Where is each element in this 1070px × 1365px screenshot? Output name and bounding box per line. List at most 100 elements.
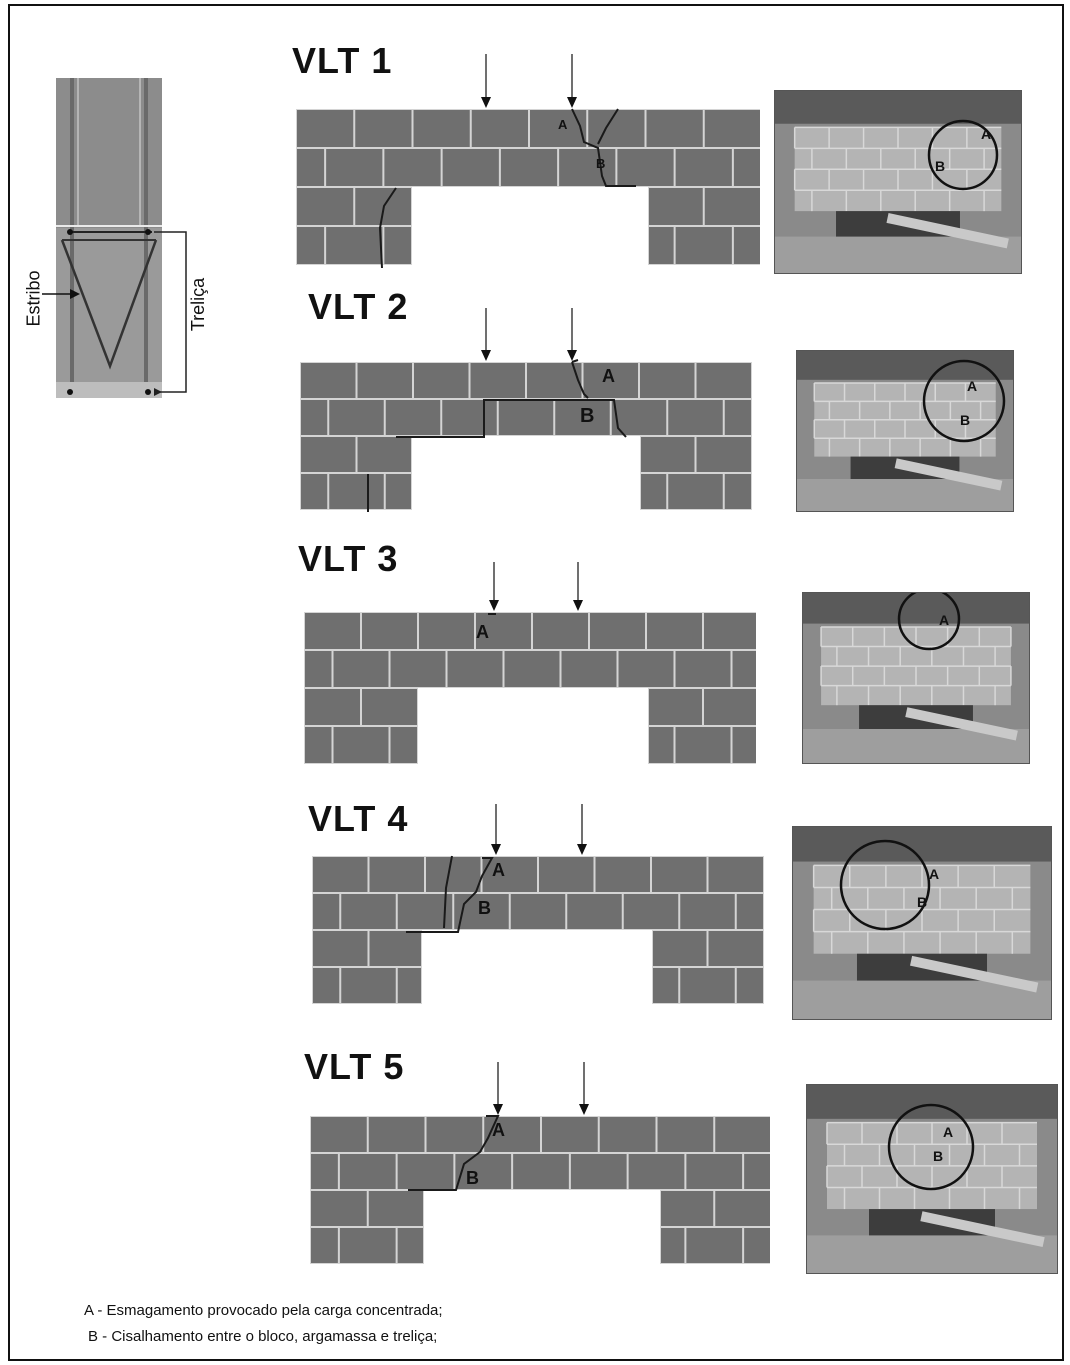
masonry-block	[301, 437, 356, 472]
masonry-block	[595, 857, 650, 892]
photo-floor	[807, 1235, 1057, 1273]
masonry-block	[653, 968, 679, 1003]
masonry-block	[542, 1117, 598, 1152]
masonry-block	[311, 1191, 367, 1226]
label-a: A	[476, 622, 489, 642]
label-b: B	[580, 405, 594, 427]
photo-vlt2-drawing: AB	[797, 351, 1013, 511]
masonry-block	[617, 149, 674, 186]
masonry-block	[301, 474, 328, 509]
masonry-block	[414, 363, 469, 398]
masonry-block	[397, 894, 453, 929]
photo-label-a: A	[939, 612, 949, 628]
crack-line	[571, 108, 636, 187]
photo-wall-backdrop	[793, 827, 1051, 862]
masonry-block	[384, 227, 411, 264]
masonry-block	[426, 1117, 483, 1152]
photo-vlt4-drawing: AB	[793, 827, 1051, 1019]
masonry-block	[397, 1154, 454, 1189]
masonry-block	[311, 1117, 367, 1152]
figure-frame: Estribo Treliça VLT 1 VLT 2 VLT 3 VLT 4 …	[8, 4, 1064, 1361]
photo-highlight-circle	[839, 839, 931, 931]
masonry-block	[362, 613, 417, 649]
masonry-block	[329, 474, 384, 509]
load-arrowhead-2	[567, 350, 577, 361]
label-a: A	[602, 366, 615, 386]
masonry-block	[297, 110, 354, 147]
photo-vlt3-drawing: A	[803, 593, 1029, 763]
masonry-block	[397, 968, 421, 1003]
load-arrowhead-1	[491, 844, 501, 855]
photo-highlight-circle	[927, 119, 999, 191]
masonry-block	[530, 110, 587, 147]
photo-floor	[793, 980, 1051, 1019]
masonry-wall	[311, 1117, 770, 1263]
masonry-block	[397, 1228, 423, 1263]
masonry-block	[661, 1191, 714, 1226]
masonry-block	[513, 1154, 569, 1189]
photo-label-a: A	[943, 1124, 953, 1140]
masonry-block	[301, 363, 356, 398]
masonry-block	[476, 613, 531, 649]
cross-section	[12, 76, 212, 416]
legend-a: A - Esmagamento provocado pela carga con…	[84, 1302, 443, 1319]
wall-drawing-vlt3: A	[304, 562, 756, 764]
label-a: A	[492, 1120, 505, 1140]
wall-drawing-vlt5: AB	[310, 1062, 770, 1264]
panel-title-vlt2: VLT 2	[308, 286, 409, 327]
masonry-block	[333, 727, 389, 763]
masonry-block	[442, 149, 499, 186]
masonry-wall	[301, 363, 751, 509]
label-b: B	[466, 1168, 479, 1188]
photo-support-beam	[894, 458, 1003, 491]
masonry-block	[470, 363, 525, 398]
masonry-block	[715, 1117, 770, 1152]
masonry-block	[641, 437, 695, 472]
masonry-wall	[297, 110, 760, 264]
masonry-block	[305, 727, 332, 763]
masonry-block	[355, 110, 412, 147]
load-arrowhead-1	[489, 600, 499, 611]
masonry-block	[708, 931, 763, 966]
label-b: B	[596, 156, 605, 171]
masonry-block	[675, 651, 731, 687]
panel-title-vlt3: VLT 3	[298, 538, 399, 579]
masonry-block	[561, 651, 617, 687]
masonry-block	[313, 894, 340, 929]
load-arrowhead-2	[579, 1104, 589, 1115]
masonry-block	[419, 613, 474, 649]
masonry-block	[339, 1154, 396, 1189]
photo-wall-backdrop	[807, 1085, 1057, 1119]
photo-label-a: A	[967, 378, 977, 394]
masonry-block	[305, 689, 360, 725]
masonry-block	[680, 968, 735, 1003]
masonry-block	[297, 149, 325, 186]
masonry-block	[588, 110, 645, 147]
legend-b: B - Cisalhamento entre o bloco, argamass…	[88, 1328, 438, 1345]
masonry-block	[590, 613, 645, 649]
photo-wall-backdrop	[775, 91, 1021, 124]
masonry-block	[736, 894, 763, 929]
load-arrowhead-1	[493, 1104, 503, 1115]
masonry-block	[305, 613, 360, 649]
masonry-block	[305, 651, 332, 687]
masonry-block	[733, 227, 760, 264]
masonry-block	[640, 363, 695, 398]
masonry-block	[341, 968, 396, 1003]
masonry-block	[570, 1154, 627, 1189]
photo-vlt1-drawing: AB	[775, 91, 1021, 273]
masonry-block	[455, 1154, 512, 1189]
masonry-block	[368, 1191, 423, 1226]
masonry-block	[339, 1228, 396, 1263]
masonry-block	[599, 1117, 656, 1152]
masonry-block	[482, 857, 537, 892]
masonry-block	[646, 110, 703, 147]
wall-drawing-vlt1: AB	[296, 54, 760, 269]
masonry-block	[680, 894, 735, 929]
photo-support-beam	[920, 1211, 1045, 1248]
masonry-block	[744, 1154, 770, 1189]
masonry-block	[297, 188, 354, 225]
masonry-block	[704, 613, 756, 649]
masonry-block	[583, 363, 638, 398]
